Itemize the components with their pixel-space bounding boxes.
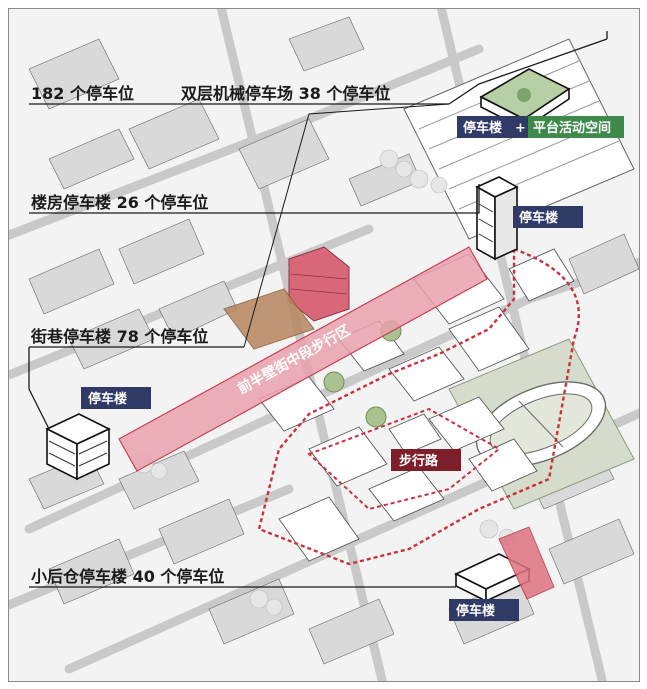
tag-garage-left: 停车楼 (81, 387, 151, 409)
tag-garage-bottom: 停车楼 (449, 599, 519, 621)
tag-garage-tower: 停车楼 (513, 206, 583, 228)
diagram-frame: 前半壁街中段步行区 (8, 8, 640, 682)
svg-text:停车楼: 停车楼 (456, 603, 495, 619)
label-mechanical-38: 双层机械停车场 38 个停车位 (181, 84, 390, 103)
background-blocks (28, 16, 639, 665)
urban-parking-diagram: 前半壁街中段步行区 (9, 9, 639, 681)
garage-left-icon (45, 413, 111, 481)
tag-pedestrian: 步行路 (391, 449, 461, 471)
tree-canopies (134, 149, 516, 616)
pink-building (223, 246, 350, 350)
garage-bottom-icon (454, 526, 555, 603)
tall-apartment-block (403, 38, 635, 240)
tag-garage-platform: 停车楼 + 平台活动空间 (457, 116, 624, 138)
label-loufang-26: 楼房停车楼 26 个停车位 (31, 193, 208, 212)
tag-plus: + (515, 121, 526, 136)
svg-text:停车楼: 停车楼 (519, 210, 558, 226)
pedestrian-route (257, 247, 580, 566)
svg-text:停车楼: 停车楼 (88, 391, 127, 407)
capacity-labels: 182 个停车位 双层机械停车场 38 个停车位 楼房停车楼 26 个停车位 街… (30, 84, 390, 586)
leader-lines (28, 31, 608, 588)
label-182-spaces: 182 个停车位 (31, 84, 134, 103)
label-jiexiang-78: 街巷停车楼 78 个停车位 (30, 327, 208, 346)
tag-garage-platform-a: 停车楼 (463, 120, 502, 136)
tag-platform-activity: 平台活动空间 (533, 120, 611, 136)
label-xiaohoucang-40: 小后仓停车楼 40 个停车位 (31, 567, 224, 586)
garage-tower-icon (475, 176, 519, 261)
svg-text:步行路: 步行路 (399, 453, 439, 469)
